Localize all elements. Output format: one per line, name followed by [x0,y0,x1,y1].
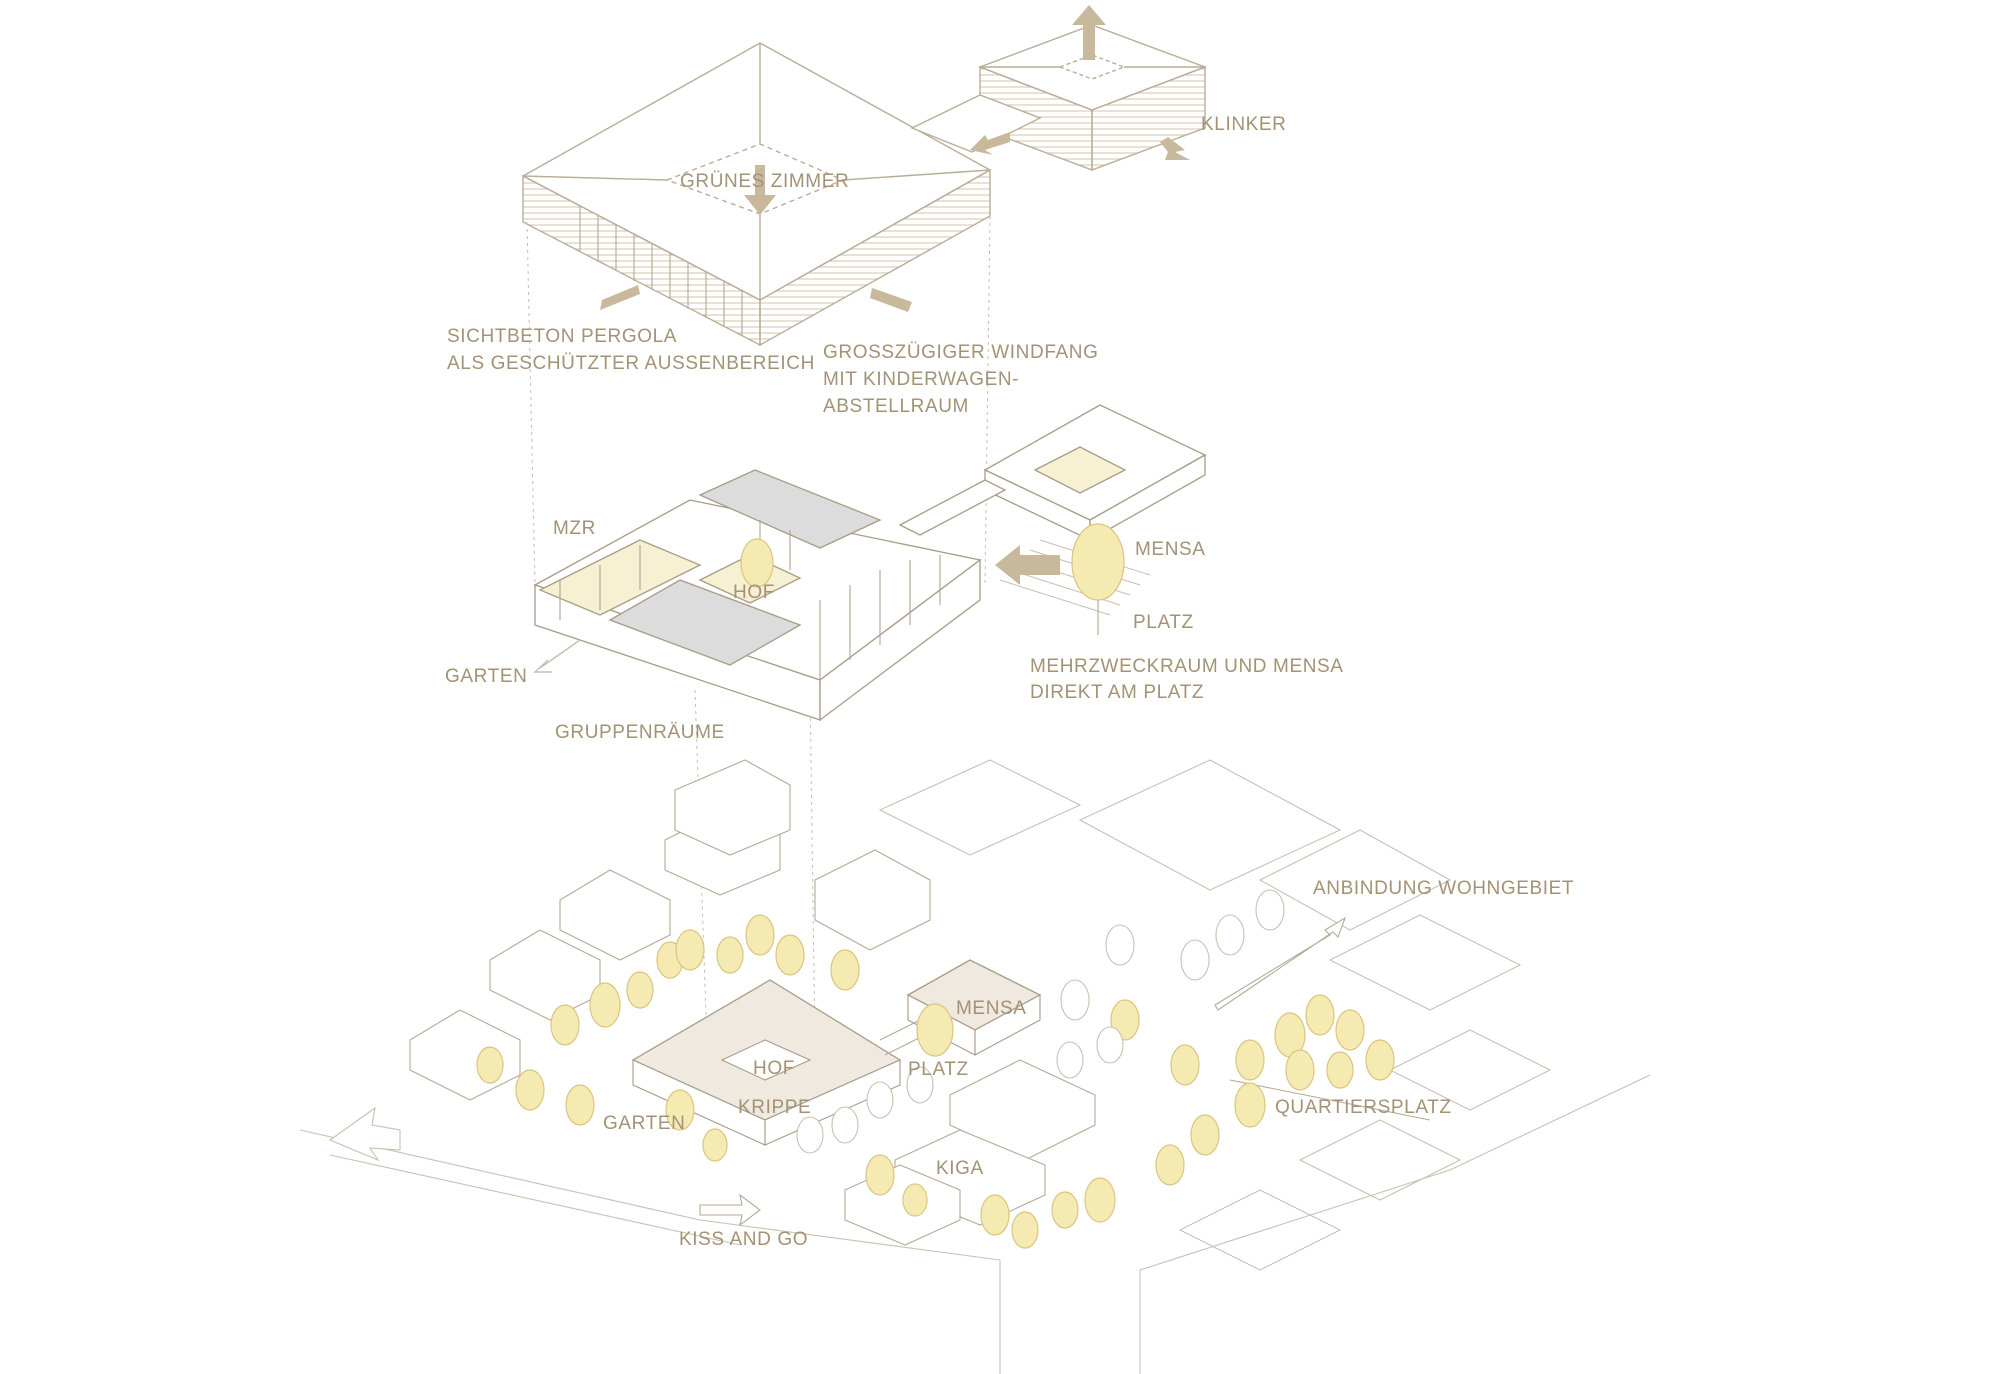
plan-connector [898,479,1007,536]
label-mensa-site: MENSA [956,998,1027,1019]
kiss-and-go-arrow-icon [699,1193,761,1227]
label-quartiersplatz: QUARTIERSPLATZ [1275,1097,1452,1118]
label-gruenes-zimmer: GRÜNES ZIMMER [680,171,850,192]
floor-plan-trees [740,523,1125,635]
label-pergola-2: ALS GESCHÜTZTER AUSSENBEREICH [447,353,815,374]
right-arrow-icon [1160,137,1190,160]
label-kiss-and-go: KISS AND GO [679,1229,809,1250]
anbindung-arrow-icon [1214,916,1347,1011]
label-windfang-3: ABSTELLRAUM [823,396,969,417]
tree-icon [740,538,774,588]
label-anbindung: ANBINDUNG WOHNGEBIET [1313,878,1575,899]
label-pergola-1: SICHTBETON PERGOLA [447,326,678,347]
roof-pergola-level [521,24,1207,347]
label-kiga: KIGA [936,1158,984,1179]
roof-arrows [600,5,1190,312]
label-platz-upper: PLATZ [1133,612,1194,633]
krippe-hof [720,1039,812,1081]
gray-room-north [698,469,882,549]
plan-arrows [533,545,1060,673]
gray-room-south [608,579,802,666]
label-mehrzweck-2: DIREKT AM PLATZ [1030,682,1205,703]
label-hof-site: HOF [753,1058,795,1079]
site-trees [476,914,1395,1249]
left-arrow-icon [970,132,1010,155]
label-krippe: KRIPPE [738,1097,812,1118]
road-arrow-icon [328,1106,401,1162]
windfang-arrow-icon [870,288,912,312]
floor-plan-level [533,404,1207,722]
up-arrow-icon [1072,5,1106,60]
platz-entry-arrow-icon [995,545,1060,585]
roof-connector [910,94,1042,153]
label-windfang-2: MIT KINDERWAGEN- [823,369,1020,390]
mensa-roof-front-right [1091,65,1206,172]
label-gruppenraeume: GRUPPENRÄUME [555,722,725,743]
road-edge [299,1129,1001,1261]
mzr-floor [538,539,702,616]
label-mzr: MZR [553,518,596,539]
pergola-arrow-icon [600,285,640,310]
label-hof-upper: HOF [733,582,775,603]
label-garten-site: GARTEN [603,1113,686,1134]
label-platz-site: PLATZ [908,1059,969,1080]
gruenes-zimmer-opening [665,143,845,215]
label-mehrzweck-1: MEHRZWECKRAUM UND MENSA [1030,656,1344,677]
label-klinker: KLINKER [1201,114,1287,135]
site-trees-outline [796,889,1285,1154]
tree-icon [1071,523,1125,601]
label-windfang-1: GROSSZÜGIGER WINDFANG [823,342,1099,363]
site-plan-level [299,759,1651,1374]
down-arrow-icon [744,165,776,215]
label-mensa-upper: MENSA [1135,539,1206,560]
label-garten-upper: GARTEN [445,666,528,687]
